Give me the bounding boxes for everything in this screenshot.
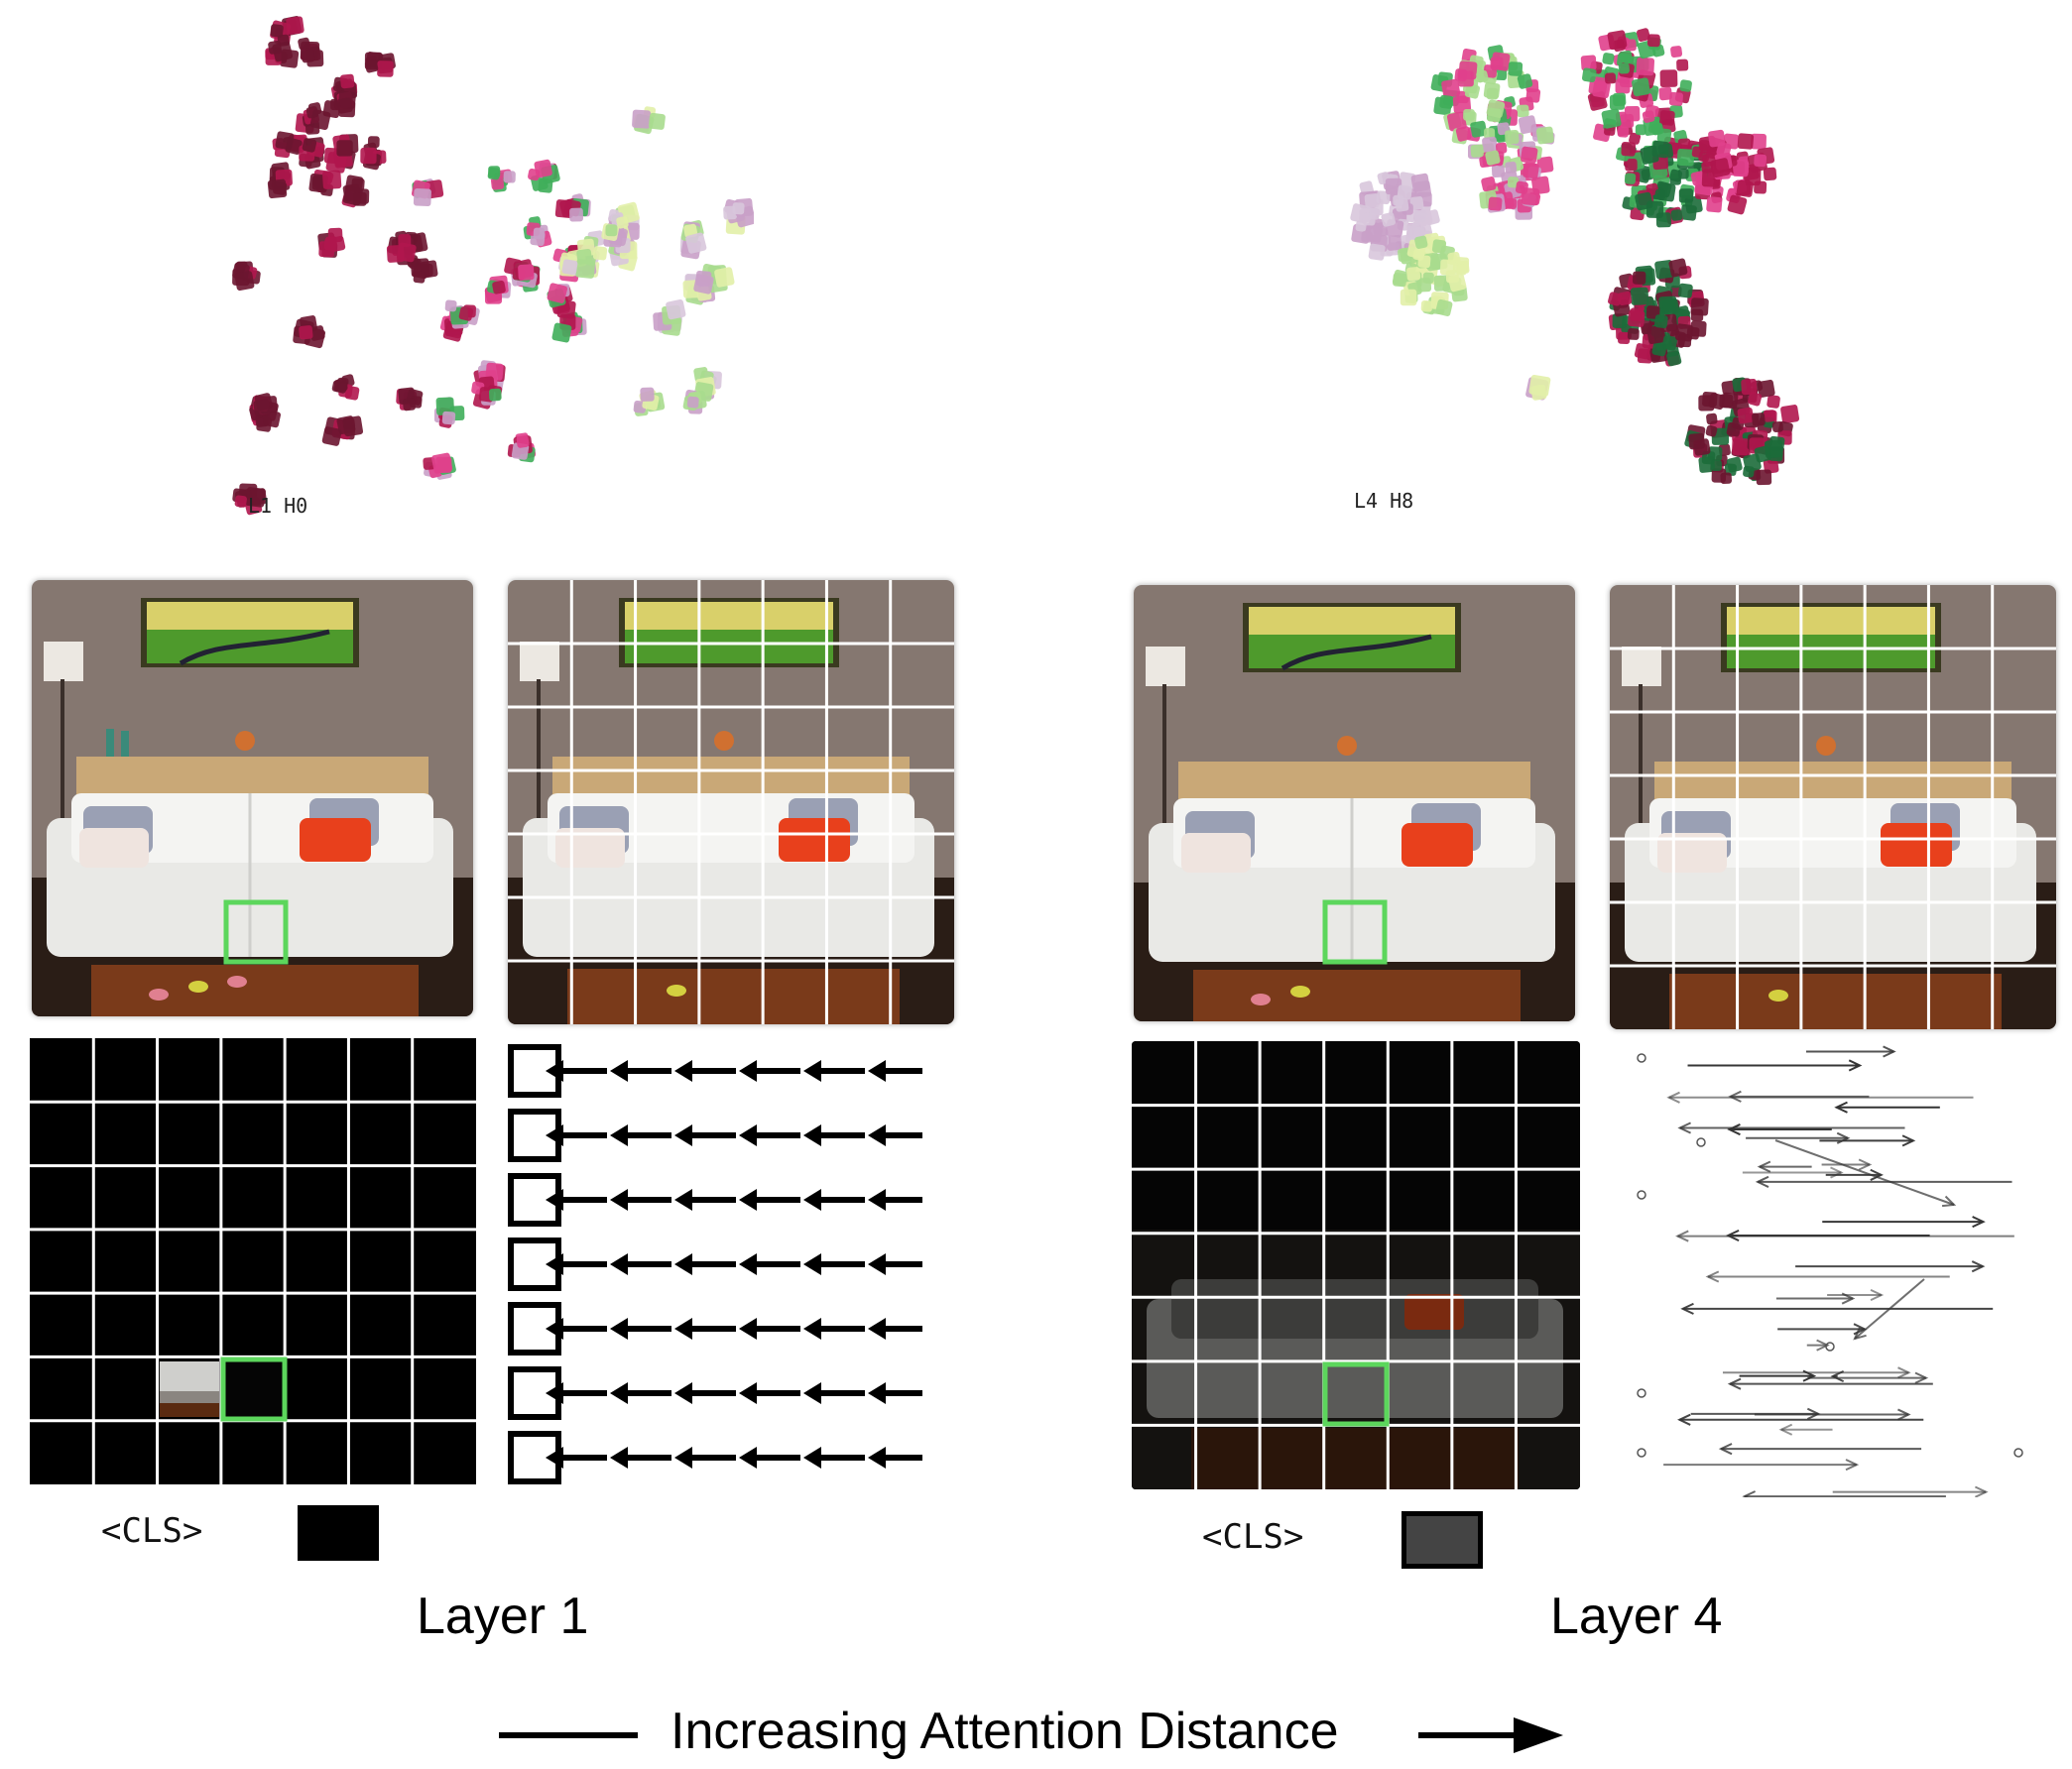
highlight-patch — [1322, 1361, 1390, 1427]
attention-grid — [1132, 1041, 1580, 1489]
room-photo-layer1 — [32, 580, 473, 1016]
patch-grid-lines — [508, 580, 954, 1024]
layer-title-layer1: Layer 1 — [417, 1588, 589, 1645]
patched-room-illustration — [508, 580, 954, 1024]
scatter-plot-layer1 — [232, 16, 754, 516]
patched-room-illustration — [1610, 585, 2056, 1029]
axis-line-left — [499, 1732, 638, 1738]
cls-token-label-layer1: <CLS> — [101, 1511, 203, 1551]
attention-arrows-layer4 — [1637, 1045, 2023, 1497]
patched-photo-layer1 — [508, 580, 954, 1024]
patched-photo-layer4 — [1610, 585, 2056, 1029]
axis-arrow-right-icon — [1418, 1717, 1563, 1753]
room-illustration — [1134, 585, 1575, 1021]
cls-token-swatch-layer1 — [298, 1505, 379, 1561]
room-photo-layer4 — [1134, 585, 1575, 1021]
axis-label: Increasing Attention Distance — [670, 1703, 1339, 1760]
patch-flatten-arrows-layer1 — [508, 1044, 922, 1484]
highlight-patch — [1322, 899, 1388, 965]
room-illustration — [32, 580, 473, 1016]
highlight-patch — [220, 1356, 288, 1422]
attention-map-layer4 — [1132, 1041, 1580, 1489]
head-label-layer4: L4 H8 — [1354, 489, 1414, 513]
attention-grid — [30, 1038, 476, 1484]
scatter-plot-layer4 — [1350, 28, 1800, 486]
attention-map-layer1 — [30, 1038, 476, 1484]
head-label-layer1: L1 H0 — [248, 494, 308, 518]
patch-grid-lines — [1610, 585, 2056, 1029]
cls-token-label-layer4: <CLS> — [1202, 1517, 1304, 1557]
layer-title-layer4: Layer 4 — [1550, 1588, 1723, 1645]
highlight-patch — [223, 899, 289, 965]
cls-token-swatch-layer4 — [1402, 1511, 1483, 1569]
